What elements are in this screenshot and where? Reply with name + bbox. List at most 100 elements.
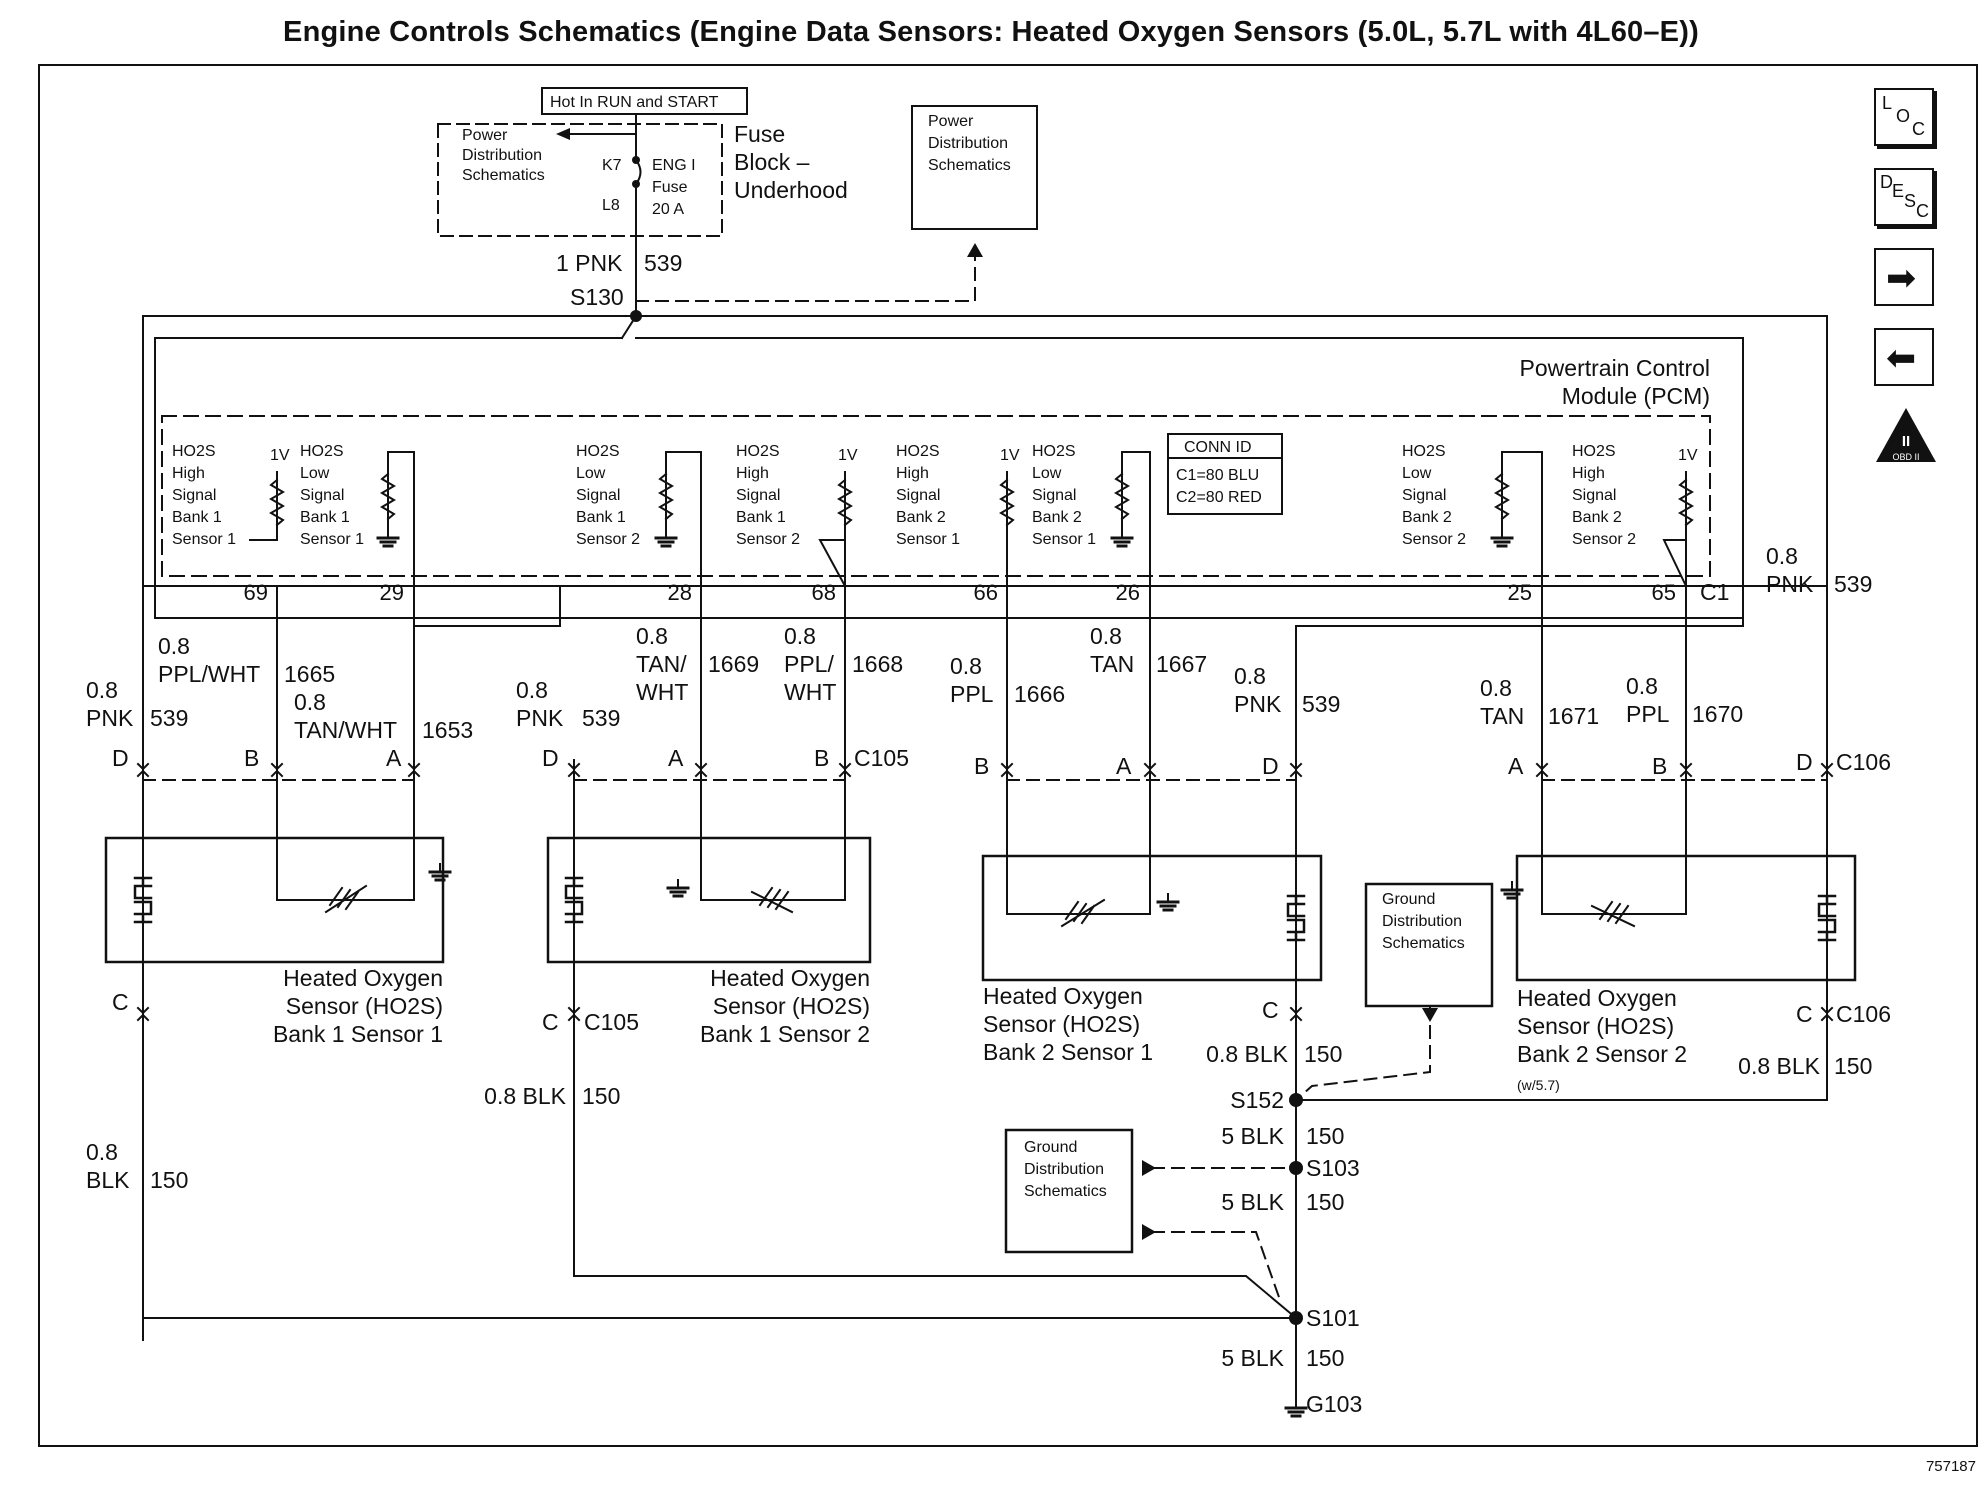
gd1-line-1: Ground	[1382, 891, 1435, 908]
volt-label-2: 1V	[838, 447, 858, 464]
gd2-line-2: Distribution	[1024, 1161, 1104, 1178]
pcm-block-7-line-4: Bank 2	[1402, 509, 1452, 526]
pcm-pin-26: 26	[1116, 580, 1140, 605]
pcm-block-5-line-2: High	[896, 465, 929, 482]
obd-icon[interactable]	[1876, 408, 1936, 462]
w1669-color-2: WHT	[636, 679, 688, 705]
pcm-block-8-line-5: Sensor 2	[1572, 531, 1636, 548]
desc-letter-d: D	[1880, 172, 1893, 192]
blk7-size: 5 BLK	[1221, 1345, 1284, 1371]
splice-s152-label: S152	[1230, 1087, 1284, 1113]
desc-letter-s: S	[1904, 191, 1917, 211]
sensor3-name-2: Sensor (HO2S)	[983, 1011, 1140, 1037]
c106-lower: C106	[1836, 1001, 1891, 1027]
fuse-terminal-k7	[632, 156, 640, 164]
pcm-block-5-line-3: Signal	[896, 487, 940, 504]
letter-c-4: C	[1796, 1001, 1813, 1027]
feed-wire-size: 1 PNK	[556, 250, 623, 276]
w539b-color: PNK	[516, 705, 564, 731]
location-button[interactable]: L O C	[1874, 88, 1934, 146]
pcm-pin-25: 25	[1508, 580, 1532, 605]
arrow-up-icon	[967, 243, 983, 257]
pcm-block-4-line-1: HO2S	[736, 443, 780, 460]
pcm-block-3-line-1: HO2S	[576, 443, 620, 460]
letter-c-1: C	[112, 989, 129, 1015]
w1669-circuit: 1669	[708, 651, 759, 677]
w1668-color-1: PPL/	[784, 651, 834, 677]
w1670-circuit: 1670	[1692, 701, 1743, 727]
sensor3-name-3: Bank 2 Sensor 1	[983, 1039, 1153, 1065]
w1665-size: 0.8	[158, 633, 190, 659]
w1667-size: 0.8	[1090, 623, 1122, 649]
blk3-circuit: 150	[1304, 1041, 1342, 1067]
pcm-connector-c1: C1	[1700, 579, 1729, 605]
w539b-circuit: 539	[582, 705, 620, 731]
conn-id-c2: C2=80 RED	[1176, 489, 1262, 506]
ground-icon-sensor-1	[428, 862, 452, 882]
w539d-size: 0.8	[1766, 543, 1798, 569]
conn-id-title: CONN ID	[1184, 439, 1252, 456]
pcm-block-1-line-4: Bank 1	[172, 509, 222, 526]
letter-a-4: A	[1508, 753, 1524, 779]
pcm-block-2-line-5: Sensor 1	[300, 531, 364, 548]
description-button[interactable]: D E S C	[1874, 168, 1934, 226]
next-page-button[interactable]: ➡	[1874, 248, 1934, 306]
c105-upper: C105	[854, 745, 909, 771]
pcm-block-4-line-3: Signal	[736, 487, 780, 504]
sensor4-note: (w/5.7)	[1517, 1077, 1560, 1093]
obd-label: OBD II	[1892, 452, 1919, 462]
pcm-pin-68: 68	[812, 580, 836, 605]
sensor-element-1	[324, 884, 368, 914]
letter-d-2: D	[542, 745, 559, 771]
sensor2-name-2: Sensor (HO2S)	[713, 993, 870, 1019]
pd2-line-2: Distribution	[928, 135, 1008, 152]
letter-c-3: C	[1262, 997, 1279, 1023]
w539d-color: PNK	[1766, 571, 1814, 597]
pd1-line-2: Distribution	[462, 147, 542, 164]
page-title: Engine Controls Schematics (Engine Data …	[283, 16, 1699, 48]
pd2-line-3: Schematics	[928, 157, 1011, 174]
pcm-name-2: Module (PCM)	[1562, 383, 1710, 409]
blk1-circuit: 150	[150, 1167, 188, 1193]
splice-s101	[1289, 1311, 1303, 1325]
previous-page-button[interactable]: ⬅	[1874, 328, 1934, 386]
pcm-block-8-line-3: Signal	[1572, 487, 1616, 504]
pcm-block-2-line-2: Low	[300, 465, 330, 482]
w1671-circuit: 1671	[1548, 703, 1599, 729]
letter-a-1: A	[386, 745, 402, 771]
pcm-block-1-line-1: HO2S	[172, 443, 216, 460]
volt-label-3: 1V	[1000, 447, 1020, 464]
pcm-block-4-line-5: Sensor 2	[736, 531, 800, 548]
c106-upper: C106	[1836, 749, 1891, 775]
arrow-left-icon: ⬅	[1886, 337, 1917, 378]
volt-label-1: 1V	[270, 447, 290, 464]
splice-s103	[1289, 1161, 1303, 1175]
pcm-block-2-line-3: Signal	[300, 487, 344, 504]
w1666-circuit: 1666	[1014, 681, 1065, 707]
w1671-size: 0.8	[1480, 675, 1512, 701]
w1666-size: 0.8	[950, 653, 982, 679]
splice-s130-label: S130	[570, 284, 624, 310]
pcm-block-2-line-1: HO2S	[300, 443, 344, 460]
fuse-terminal-l8	[632, 180, 640, 188]
sensor1-name-3: Bank 1 Sensor 1	[273, 1021, 443, 1047]
w539a-size: 0.8	[86, 677, 118, 703]
letter-d-1: D	[112, 745, 129, 771]
desc-letter-e: E	[1892, 181, 1905, 201]
w539a-circuit: 539	[150, 705, 188, 731]
pcm-pin-65: 65	[1652, 580, 1676, 605]
pcm-block-3-line-4: Bank 1	[576, 509, 626, 526]
terminal-k7: K7	[602, 157, 622, 174]
w1665-color: PPL/WHT	[158, 661, 260, 687]
gd2-line-3: Schematics	[1024, 1183, 1107, 1200]
letter-a-3: A	[1116, 753, 1132, 779]
schematic-frame	[38, 64, 1978, 1447]
pcm-block-7-line-2: Low	[1402, 465, 1432, 482]
arrow-down-icon	[1422, 1008, 1438, 1022]
w1653-circuit: 1653	[422, 717, 473, 743]
pd1-line-3: Schematics	[462, 167, 545, 184]
blk7-circuit: 150	[1306, 1345, 1344, 1371]
pcm-block-7-line-5: Sensor 2	[1402, 531, 1466, 548]
blk1-size: 0.8	[86, 1139, 118, 1165]
